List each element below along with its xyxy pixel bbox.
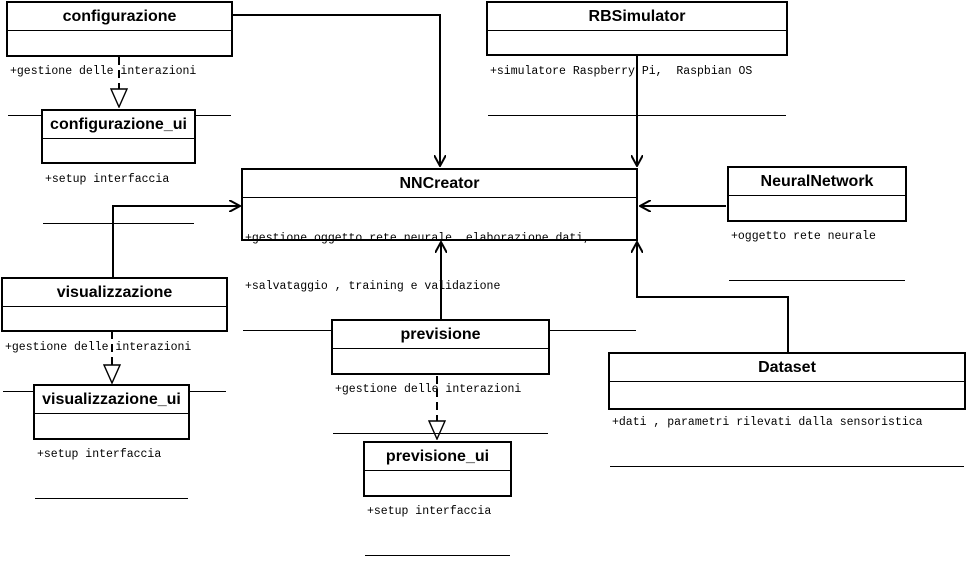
class-attributes: +gestione delle interazioni bbox=[333, 349, 548, 434]
class-name: RBSimulator bbox=[488, 3, 786, 31]
class-attributes: +setup interfaccia bbox=[365, 471, 510, 556]
class-attribute: +oggetto rete neurale bbox=[731, 230, 876, 243]
class-attributes: +gestione oggetto rete neurale elaborazi… bbox=[243, 198, 636, 331]
class-attributes: +setup interfaccia bbox=[35, 414, 188, 499]
class-name: previsione bbox=[333, 321, 548, 349]
class-visualizzazione[interactable]: visualizzazione +gestione delle interazi… bbox=[1, 277, 228, 392]
class-attribute: +simulatore Raspberry Pi, Raspbian OS bbox=[490, 65, 753, 78]
association-dataset-nncreator bbox=[637, 242, 789, 353]
class-previsione-ui[interactable]: previsione_ui +setup interfaccia bbox=[363, 441, 512, 556]
class-attribute: +gestione oggetto rete neurale elaborazi… bbox=[245, 232, 591, 245]
class-rbsimulator[interactable]: RBSimulator +simulatore Raspberry Pi, Ra… bbox=[486, 1, 788, 116]
class-dataset[interactable]: Dataset +dati , parametri rilevati dalla… bbox=[608, 352, 966, 467]
class-operations bbox=[729, 281, 905, 287]
class-configurazione-ui[interactable]: configurazione_ui +setup interfaccia bbox=[41, 109, 196, 224]
class-name: Dataset bbox=[610, 354, 964, 382]
class-attribute: +setup interfaccia bbox=[37, 448, 162, 461]
class-neuralnetwork[interactable]: NeuralNetwork +oggetto rete neurale bbox=[727, 166, 907, 281]
class-name: NeuralNetwork bbox=[729, 168, 905, 196]
class-attributes: +setup interfaccia bbox=[43, 139, 194, 224]
class-attribute: +salvataggio , training e validazione bbox=[245, 280, 501, 293]
class-attribute: +dati , parametri rilevati dalla sensori… bbox=[612, 416, 923, 429]
association-configurazione-nncreator bbox=[233, 14, 440, 166]
class-attribute: +gestione delle interazioni bbox=[10, 65, 197, 78]
class-operations bbox=[488, 116, 786, 122]
class-operations bbox=[35, 499, 188, 505]
class-attributes: +dati , parametri rilevati dalla sensori… bbox=[610, 382, 964, 467]
class-attribute: +setup interfaccia bbox=[45, 173, 170, 186]
class-attribute: +gestione delle interazioni bbox=[5, 341, 192, 354]
class-name: visualizzazione_ui bbox=[35, 386, 188, 414]
class-previsione[interactable]: previsione +gestione delle interazioni bbox=[331, 319, 550, 434]
class-nncreator[interactable]: NNCreator +gestione oggetto rete neurale… bbox=[241, 168, 638, 331]
class-operations bbox=[610, 467, 964, 473]
class-attributes: +oggetto rete neurale bbox=[729, 196, 905, 281]
class-attribute: +setup interfaccia bbox=[367, 505, 492, 518]
class-operations bbox=[365, 556, 510, 562]
class-attributes: +gestione delle interazioni bbox=[3, 307, 226, 392]
class-operations bbox=[333, 434, 548, 440]
class-name: configurazione bbox=[8, 3, 231, 31]
class-operations bbox=[43, 224, 194, 230]
class-visualizzazione-ui[interactable]: visualizzazione_ui +setup interfaccia bbox=[33, 384, 190, 499]
association-visualizzazione-nncreator bbox=[112, 206, 240, 278]
class-attribute: +gestione delle interazioni bbox=[335, 383, 522, 396]
class-name: previsione_ui bbox=[365, 443, 510, 471]
relation-connectors bbox=[0, 14, 789, 501]
class-attributes: +gestione delle interazioni bbox=[8, 31, 231, 116]
class-configurazione[interactable]: configurazione +gestione delle interazio… bbox=[6, 1, 233, 116]
class-name: NNCreator bbox=[243, 170, 636, 198]
class-attributes: +simulatore Raspberry Pi, Raspbian OS bbox=[488, 31, 786, 116]
class-name: visualizzazione bbox=[3, 279, 226, 307]
class-name: configurazione_ui bbox=[43, 111, 194, 139]
